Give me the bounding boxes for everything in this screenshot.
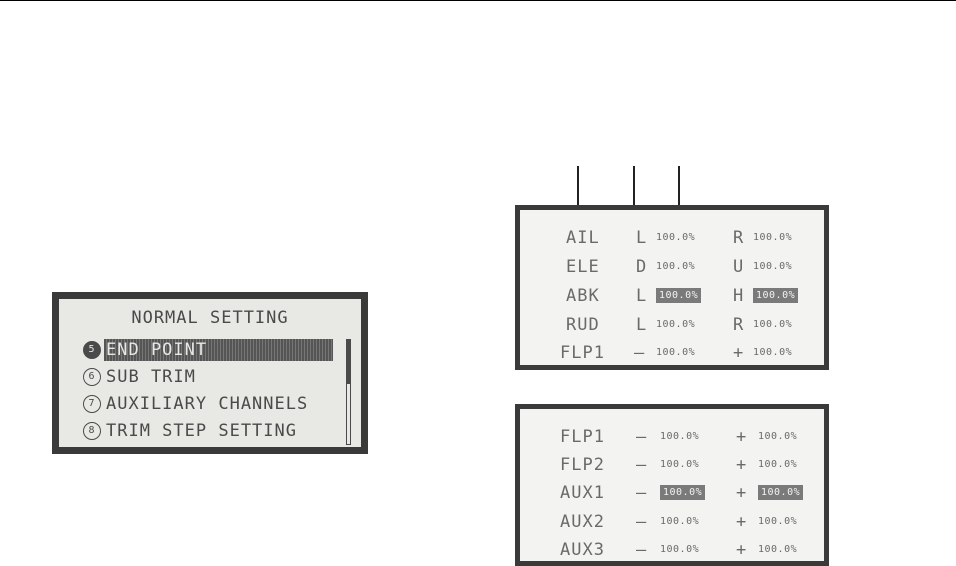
pointer-line-value — [678, 166, 680, 215]
left-direction: — — [636, 455, 647, 475]
left-direction: — — [636, 512, 647, 532]
menu-item-auxiliary-channels[interactable]: 7 AUXILIARY CHANNELS — [83, 390, 333, 417]
channel-name: AUX2 — [560, 512, 605, 532]
lcd-screen: AIL L 100.0% R 100.0% ELE D 100.0% U 100… — [520, 210, 824, 365]
right-endpoint-value[interactable]: 100.0% — [753, 261, 793, 272]
left-direction: — — [634, 343, 645, 363]
menu-list: 5 END POINT 6 SUB TRIM 7 AUXILIARY CHANN… — [83, 336, 333, 444]
right-direction: + — [736, 427, 747, 447]
left-endpoint-value[interactable]: 100.0% — [660, 544, 700, 555]
menu-item-trim-step-setting[interactable]: 8 TRIM STEP SETTING — [83, 417, 333, 444]
channel-name: FLP1 — [560, 427, 605, 447]
end-point-lcd-1: AIL L 100.0% R 100.0% ELE D 100.0% U 100… — [515, 205, 829, 370]
left-endpoint-value[interactable]: 100.0% — [660, 459, 700, 470]
right-direction: + — [736, 455, 747, 475]
menu-item-label: SUB TRIM — [106, 366, 196, 387]
left-direction: — — [636, 427, 647, 447]
left-direction: L — [636, 228, 647, 248]
menu-number-badge: 5 — [83, 340, 101, 359]
left-direction: — — [636, 483, 647, 503]
menu-item-sub-trim[interactable]: 6 SUB TRIM — [83, 363, 333, 390]
right-direction: U — [733, 257, 744, 277]
right-direction: + — [736, 483, 747, 503]
scrollbar-thumb[interactable] — [347, 340, 350, 384]
channel-row-rud[interactable]: RUD L 100.0% R 100.0% — [520, 309, 824, 339]
channel-row-aux2[interactable]: AUX2 — 100.0% + 100.0% — [520, 506, 824, 536]
pointer-line-direction — [633, 166, 635, 215]
right-endpoint-value[interactable]: 100.0% — [758, 431, 798, 442]
right-direction: + — [736, 540, 747, 560]
left-endpoint-value[interactable]: 100.0% — [656, 232, 696, 243]
left-endpoint-value-selected[interactable]: 100.0% — [660, 485, 706, 500]
channel-name: FLP2 — [560, 455, 605, 475]
channel-name: AUX3 — [560, 540, 605, 560]
right-endpoint-value[interactable]: 100.0% — [758, 459, 798, 470]
right-direction: H — [733, 286, 744, 306]
menu-number-badge: 7 — [83, 394, 101, 413]
normal-setting-lcd: NORMAL SETTING 5 END POINT 6 SUB TRIM 7 … — [52, 292, 368, 454]
channel-name: AUX1 — [560, 483, 605, 503]
left-endpoint-value-selected[interactable]: 100.0% — [656, 288, 702, 303]
menu-scrollbar[interactable] — [346, 339, 351, 445]
left-direction: L — [636, 286, 647, 306]
end-point-lcd-2: FLP1 — 100.0% + 100.0% FLP2 — 100.0% + 1… — [515, 404, 829, 566]
left-direction: L — [636, 315, 647, 335]
right-endpoint-value[interactable]: 100.0% — [753, 319, 793, 330]
left-endpoint-value[interactable]: 100.0% — [660, 431, 700, 442]
right-direction: + — [736, 512, 747, 532]
right-endpoint-value[interactable]: 100.0% — [758, 544, 798, 555]
left-endpoint-value[interactable]: 100.0% — [656, 319, 696, 330]
channel-row-ail[interactable]: AIL L 100.0% R 100.0% — [520, 222, 824, 252]
channel-row-flp1[interactable]: FLP1 — 100.0% + 100.0% — [520, 421, 824, 451]
right-direction: R — [733, 315, 744, 335]
right-endpoint-value[interactable]: 100.0% — [753, 232, 793, 243]
pointer-line-channel — [577, 166, 579, 215]
lcd-screen: NORMAL SETTING 5 END POINT 6 SUB TRIM 7 … — [59, 299, 361, 447]
left-direction: — — [636, 540, 647, 560]
channel-row-abk[interactable]: ABK L 100.0% H 100.0% — [520, 280, 824, 310]
channel-row-flp2[interactable]: FLP2 — 100.0% + 100.0% — [520, 449, 824, 479]
channel-row-flp1[interactable]: FLP1 — 100.0% + 100.0% — [520, 337, 824, 367]
right-direction: + — [733, 343, 744, 363]
menu-item-label: TRIM STEP SETTING — [106, 420, 297, 441]
channel-name: FLP1 — [560, 343, 605, 363]
channel-row-aux3[interactable]: AUX3 — 100.0% + 100.0% — [520, 534, 824, 564]
menu-item-label: END POINT — [104, 338, 333, 361]
right-endpoint-value-selected[interactable]: 100.0% — [753, 288, 799, 303]
menu-item-label: AUXILIARY CHANNELS — [106, 393, 309, 414]
channel-name: RUD — [566, 315, 600, 335]
left-direction: D — [636, 257, 647, 277]
lcd-screen: FLP1 — 100.0% + 100.0% FLP2 — 100.0% + 1… — [520, 409, 824, 561]
right-direction: R — [733, 228, 744, 248]
channel-name: ELE — [566, 257, 600, 277]
menu-title: NORMAL SETTING — [131, 308, 289, 328]
right-endpoint-value[interactable]: 100.0% — [753, 347, 793, 358]
channel-name: ABK — [566, 286, 600, 306]
right-endpoint-value[interactable]: 100.0% — [758, 516, 798, 527]
top-rule — [0, 0, 956, 1]
left-endpoint-value[interactable]: 100.0% — [656, 261, 696, 272]
channel-name: AIL — [566, 228, 600, 248]
menu-number-badge: 6 — [83, 367, 101, 386]
right-endpoint-value-selected[interactable]: 100.0% — [758, 485, 804, 500]
left-endpoint-value[interactable]: 100.0% — [656, 347, 696, 358]
menu-item-end-point[interactable]: 5 END POINT — [83, 336, 333, 363]
channel-row-ele[interactable]: ELE D 100.0% U 100.0% — [520, 251, 824, 281]
menu-number-badge: 8 — [83, 421, 101, 440]
left-endpoint-value[interactable]: 100.0% — [660, 516, 700, 527]
channel-row-aux1[interactable]: AUX1 — 100.0% + 100.0% — [520, 477, 824, 507]
